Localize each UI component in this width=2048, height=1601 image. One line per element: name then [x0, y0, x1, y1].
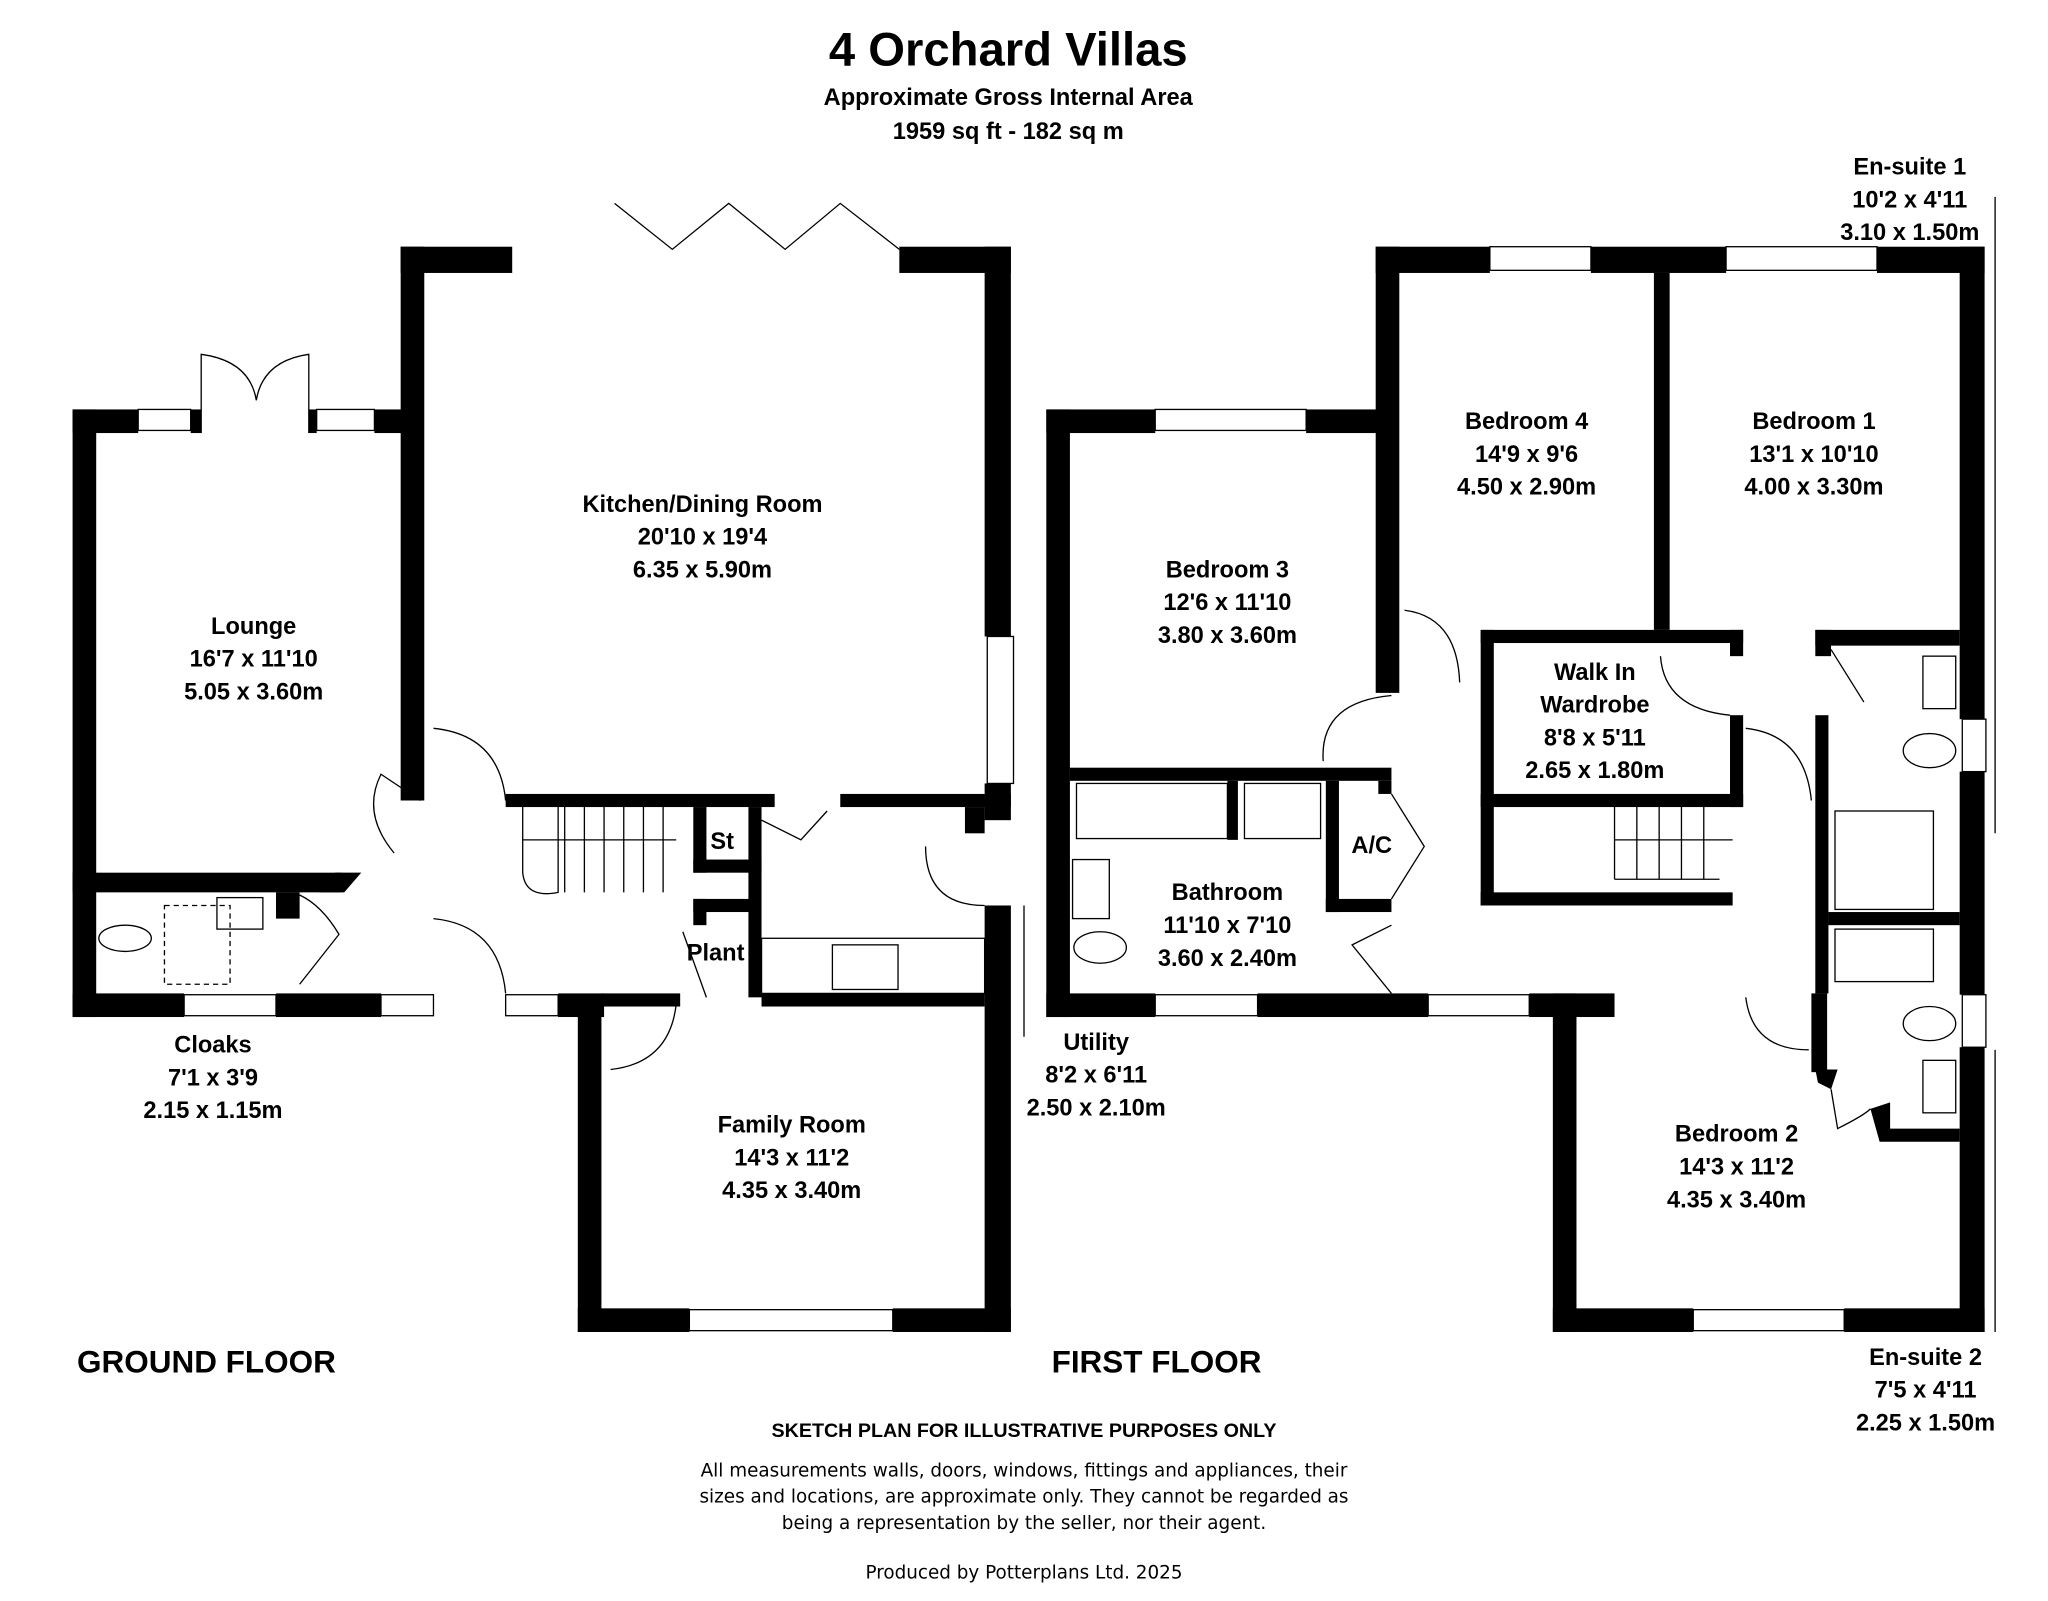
room-bedroom-3: Bedroom 3 12'6 x 11'10 3.80 x 3.60m — [1158, 557, 1297, 649]
first-floor-walls — [1046, 196, 1996, 1332]
svg-text:4.50 x 2.90m: 4.50 x 2.90m — [1457, 475, 1596, 501]
disclaimer-line-3: being a representation by the seller, no… — [782, 1513, 1266, 1534]
credit: Produced by Potterplans Ltd. 2025 — [865, 1563, 1182, 1584]
svg-text:3.80 x 3.60m: 3.80 x 3.60m — [1158, 623, 1297, 649]
room-en-suite-1: En-suite 1 10'2 x 4'11 3.10 x 1.50m — [1840, 155, 1979, 247]
disclaimer-heading: SKETCH PLAN FOR ILLUSTRATIVE PURPOSES ON… — [772, 1420, 1277, 1442]
svg-text:14'9 x 9'6: 14'9 x 9'6 — [1475, 442, 1578, 468]
svg-text:7'5 x 4'11: 7'5 x 4'11 — [1875, 1378, 1977, 1404]
svg-text:20'10 x 19'4: 20'10 x 19'4 — [638, 525, 767, 551]
svg-text:5.05 x 3.60m: 5.05 x 3.60m — [184, 679, 323, 705]
svg-text:En-suite 2: En-suite 2 — [1869, 1345, 1982, 1371]
svg-text:4.35 x 3.40m: 4.35 x 3.40m — [722, 1178, 861, 1204]
svg-text:6.35 x 5.90m: 6.35 x 5.90m — [633, 557, 772, 583]
svg-text:Wardrobe: Wardrobe — [1540, 693, 1649, 719]
room-utility: Utility 8'2 x 6'11 2.50 x 2.10m — [1027, 1030, 1166, 1122]
svg-text:8'2 x 6'11: 8'2 x 6'11 — [1045, 1063, 1147, 1089]
svg-text:3.10 x 1.50m: 3.10 x 1.50m — [1840, 220, 1979, 246]
ground-floor-walls — [72, 202, 1025, 1332]
svg-text:Bedroom 3: Bedroom 3 — [1166, 557, 1289, 583]
svg-text:3.60 x 2.40m: 3.60 x 2.40m — [1158, 946, 1297, 972]
svg-text:Walk In: Walk In — [1554, 660, 1636, 686]
ground-stairs — [522, 807, 677, 895]
svg-text:En-suite 1: En-suite 1 — [1853, 155, 1966, 181]
svg-text:Cloaks: Cloaks — [174, 1032, 251, 1058]
room-kitchen-dining: Kitchen/Dining Room 20'10 x 19'4 6.35 x … — [582, 492, 822, 584]
svg-text:Bedroom 1: Bedroom 1 — [1752, 409, 1875, 435]
svg-text:Bedroom 4: Bedroom 4 — [1465, 409, 1588, 435]
room-walk-in-wardrobe: Walk In Wardrobe 8'8 x 5'11 2.65 x 1.80m — [1525, 660, 1664, 784]
room-lounge: Lounge 16'7 x 11'10 5.05 x 3.60m — [184, 614, 323, 706]
svg-text:4.35 x 3.40m: 4.35 x 3.40m — [1667, 1187, 1806, 1213]
plan-subtitle: Approximate Gross Internal Area — [824, 85, 1194, 111]
svg-text:13'1 x 10'10: 13'1 x 10'10 — [1749, 442, 1878, 468]
first-floor-label: FIRST FLOOR — [1052, 1344, 1262, 1380]
svg-text:2.15 x 1.15m: 2.15 x 1.15m — [143, 1098, 282, 1124]
svg-text:14'3 x 11'2: 14'3 x 11'2 — [1679, 1155, 1794, 1181]
gross-area: 1959 sq ft - 182 sq m — [893, 119, 1124, 145]
plan-title: 4 Orchard Villas — [829, 24, 1188, 77]
svg-text:Kitchen/Dining Room: Kitchen/Dining Room — [582, 492, 822, 518]
svg-text:7'1 x 3'9: 7'1 x 3'9 — [168, 1065, 258, 1091]
svg-text:10'2 x 4'11: 10'2 x 4'11 — [1852, 187, 1967, 213]
svg-text:12'6 x 11'10: 12'6 x 11'10 — [1163, 590, 1291, 616]
room-plant: Plant — [687, 941, 745, 967]
svg-text:4.00 x 3.30m: 4.00 x 3.30m — [1744, 475, 1883, 501]
room-en-suite-2: En-suite 2 7'5 x 4'11 2.25 x 1.50m — [1856, 1345, 1995, 1437]
svg-text:Bathroom: Bathroom — [1172, 880, 1283, 906]
svg-text:Utility: Utility — [1063, 1030, 1129, 1056]
disclaimer-line-2: sizes and locations, are approximate onl… — [699, 1487, 1348, 1508]
svg-text:16'7 x 11'10: 16'7 x 11'10 — [190, 647, 318, 673]
svg-text:8'8 x 5'11: 8'8 x 5'11 — [1544, 725, 1646, 751]
ground-floor-label: GROUND FLOOR — [77, 1344, 336, 1380]
svg-text:2.50 x 2.10m: 2.50 x 2.10m — [1027, 1095, 1166, 1121]
svg-text:Bedroom 2: Bedroom 2 — [1675, 1122, 1798, 1148]
room-bedroom-2: Bedroom 2 14'3 x 11'2 4.35 x 3.40m — [1667, 1122, 1806, 1214]
svg-text:2.65 x 1.80m: 2.65 x 1.80m — [1525, 758, 1664, 784]
room-bedroom-4: Bedroom 4 14'9 x 9'6 4.50 x 2.90m — [1457, 409, 1596, 501]
disclaimer-line-1: All measurements walls, doors, windows, … — [701, 1460, 1348, 1481]
svg-text:Lounge: Lounge — [211, 614, 296, 640]
svg-text:14'3 x 11'2: 14'3 x 11'2 — [734, 1145, 849, 1171]
room-family: Family Room 14'3 x 11'2 4.35 x 3.40m — [718, 1113, 866, 1205]
first-stairs — [1613, 807, 1733, 880]
room-bathroom: Bathroom 11'10 x 7'10 3.60 x 2.40m — [1158, 880, 1297, 972]
room-bedroom-1: Bedroom 1 13'1 x 10'10 4.00 x 3.30m — [1744, 409, 1883, 501]
svg-text:Family Room: Family Room — [718, 1113, 866, 1139]
room-airing-cupboard: A/C — [1351, 833, 1392, 859]
room-store: St — [710, 829, 734, 855]
svg-text:2.25 x 1.50m: 2.25 x 1.50m — [1856, 1410, 1995, 1436]
svg-text:11'10 x 7'10: 11'10 x 7'10 — [1163, 913, 1291, 939]
room-cloaks: Cloaks 7'1 x 3'9 2.15 x 1.15m — [143, 1032, 282, 1124]
